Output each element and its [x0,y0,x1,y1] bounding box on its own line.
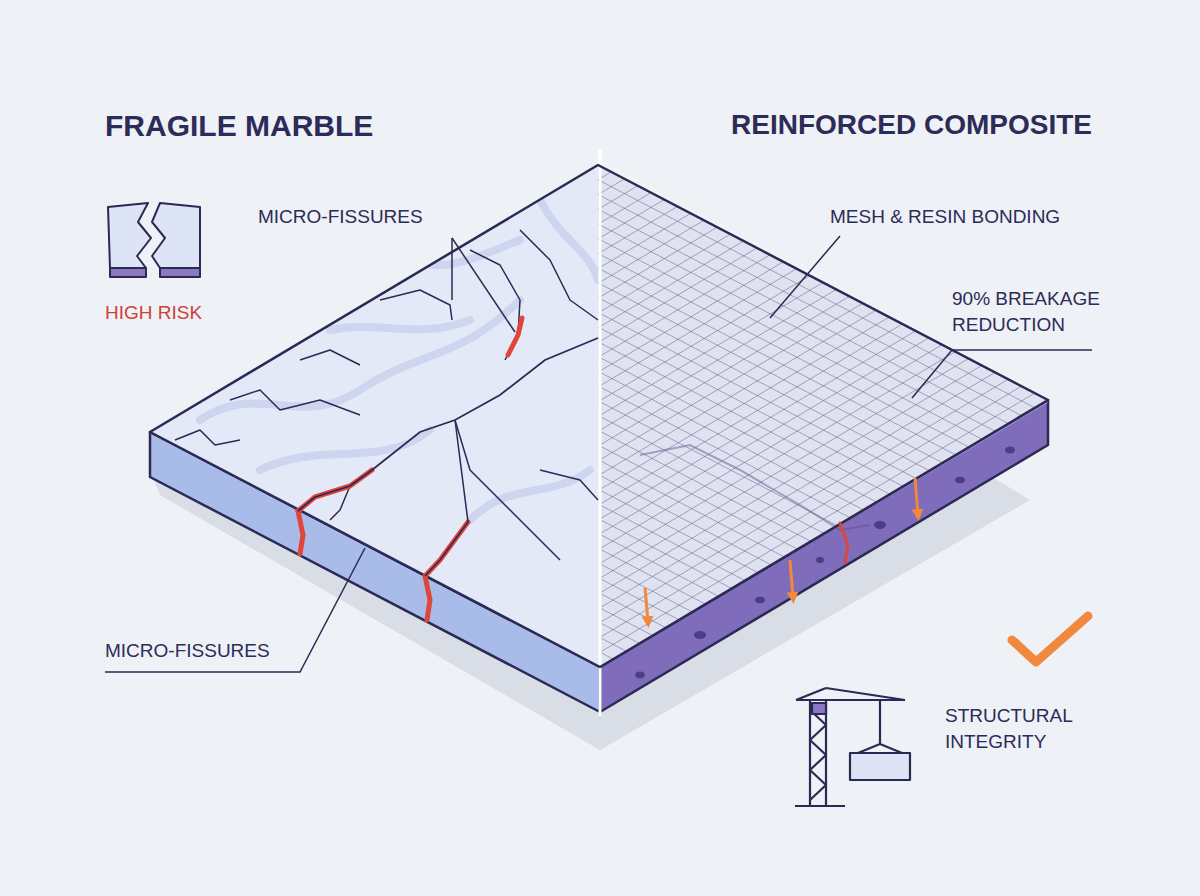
leader-lines [105,236,1092,672]
mesh-line [190,408,640,643]
pore [874,521,886,529]
tile-piece [152,203,200,268]
crane-cab [812,703,826,714]
crane-mast [810,700,826,805]
load-arrow [915,478,918,515]
red-fissures [298,318,848,620]
section-heading: FRAGILE MARBLE [105,108,373,144]
vein [330,320,470,330]
divider-plane [599,150,602,716]
crack [380,290,452,320]
crack [425,420,468,576]
risk-label: HIGH RISK [105,302,202,325]
mesh-line [216,200,664,467]
crane-lattice [810,710,826,800]
tile-edge [110,268,146,277]
crack [175,430,240,445]
pore [1005,447,1015,454]
mesh-line [176,416,626,651]
section-heading: REINFORCED COMPOSITE [731,108,1092,142]
load-arrow [645,588,648,622]
broken-tile-icon [108,203,200,277]
crack [540,470,598,500]
check-mark [1012,616,1088,662]
mesh-line [203,401,653,636]
crack [520,230,598,320]
mesh-line [176,179,624,446]
hanging-slab [850,753,910,780]
slab-outline [150,165,1048,667]
pore [955,477,965,484]
crane-jib [796,688,905,700]
fissure [425,576,430,620]
callout-label: MICRO-FISSURES [258,206,423,229]
leader-line [912,350,1092,398]
crack [300,350,360,365]
leader-line [452,238,515,332]
load-arrows [645,478,918,622]
crane-cable [858,700,902,753]
pore [694,631,706,639]
pore [816,557,824,563]
vein [540,200,598,280]
vein [260,430,430,470]
mesh-line [163,424,613,659]
fissure [298,511,303,554]
main-crack [298,338,598,511]
crane-icon [795,688,910,806]
benefit-label: STRUCTURAL INTEGRITY [945,703,1115,754]
mesh-line [203,193,651,460]
vein [400,240,520,265]
leader-line [451,238,453,300]
marble-veins [200,200,598,520]
load-arrow [790,560,793,598]
glass-overlay [600,160,1048,667]
mesh-line [216,393,666,628]
tile-piece [108,203,151,268]
callout-label: 90% BREAKAGE REDUCTION [952,286,1127,337]
vein [200,300,520,420]
pore [635,672,645,679]
crane-base [795,805,845,807]
callout-label: MICRO-FISSURES [105,640,270,663]
mesh-line [163,172,611,439]
tile-edge [160,268,200,277]
mesh-line [190,186,638,453]
marble-cracks [175,230,598,560]
marble-top-face [150,165,600,667]
crack [230,390,360,415]
leader-line [105,548,365,672]
leader-line [770,236,840,318]
fissure [840,523,848,563]
crack [455,420,560,560]
callout-label: MESH & RESIN BONDING [830,206,1060,229]
pore [755,597,765,604]
